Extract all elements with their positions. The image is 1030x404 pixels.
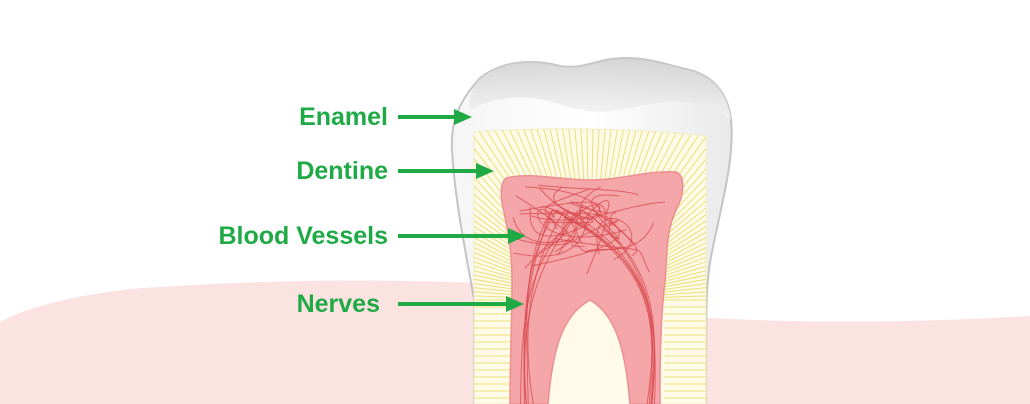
blood-vessel (556, 209, 653, 404)
blood-vessel-network (512, 184, 665, 404)
label-dentine: Dentine (296, 157, 388, 185)
blood-vessel (526, 209, 553, 404)
blood-vessel (610, 211, 637, 256)
blood-vessel (538, 205, 584, 255)
blood-vessel (516, 205, 576, 246)
label-nerves: Nerves (297, 290, 380, 318)
blood-vessel (544, 186, 594, 224)
arrowhead-blood-vessels (508, 228, 526, 244)
label-enamel: Enamel (299, 103, 388, 131)
dentine-tubule-line (629, 272, 706, 297)
blood-vessel (596, 217, 633, 261)
blood-vessel (538, 184, 639, 196)
blood-vessel (515, 195, 626, 252)
blood-vessel (584, 222, 655, 254)
blood-vessel (575, 204, 600, 244)
label-blood-vessels: Blood Vessels (218, 222, 388, 250)
arrowhead-dentine (476, 163, 494, 179)
dentine-tubule-line (629, 290, 706, 300)
blood-vessel (520, 209, 583, 404)
dentine-tubule-line (629, 262, 706, 295)
blood-vessel (537, 208, 627, 238)
blood-vessel (582, 209, 656, 404)
blood-vessel (555, 238, 650, 273)
blood-vessel (551, 209, 653, 404)
dentine-tubule-line (629, 281, 706, 298)
blood-vessel (581, 209, 655, 404)
blood-vessel (527, 209, 566, 404)
blood-vessel (531, 214, 620, 267)
blood-vessel (570, 220, 619, 247)
label-arrows (398, 109, 526, 312)
blood-vessel (519, 212, 622, 244)
pulp (500, 170, 684, 404)
dentine-tubule-line (629, 253, 706, 294)
arrowhead-enamel (454, 109, 472, 125)
blood-vessel (552, 209, 654, 404)
blood-vessel (520, 201, 607, 275)
blood-vessel (523, 209, 553, 404)
arrowhead-nerves (506, 296, 524, 312)
enamel-top-shading (469, 58, 731, 120)
